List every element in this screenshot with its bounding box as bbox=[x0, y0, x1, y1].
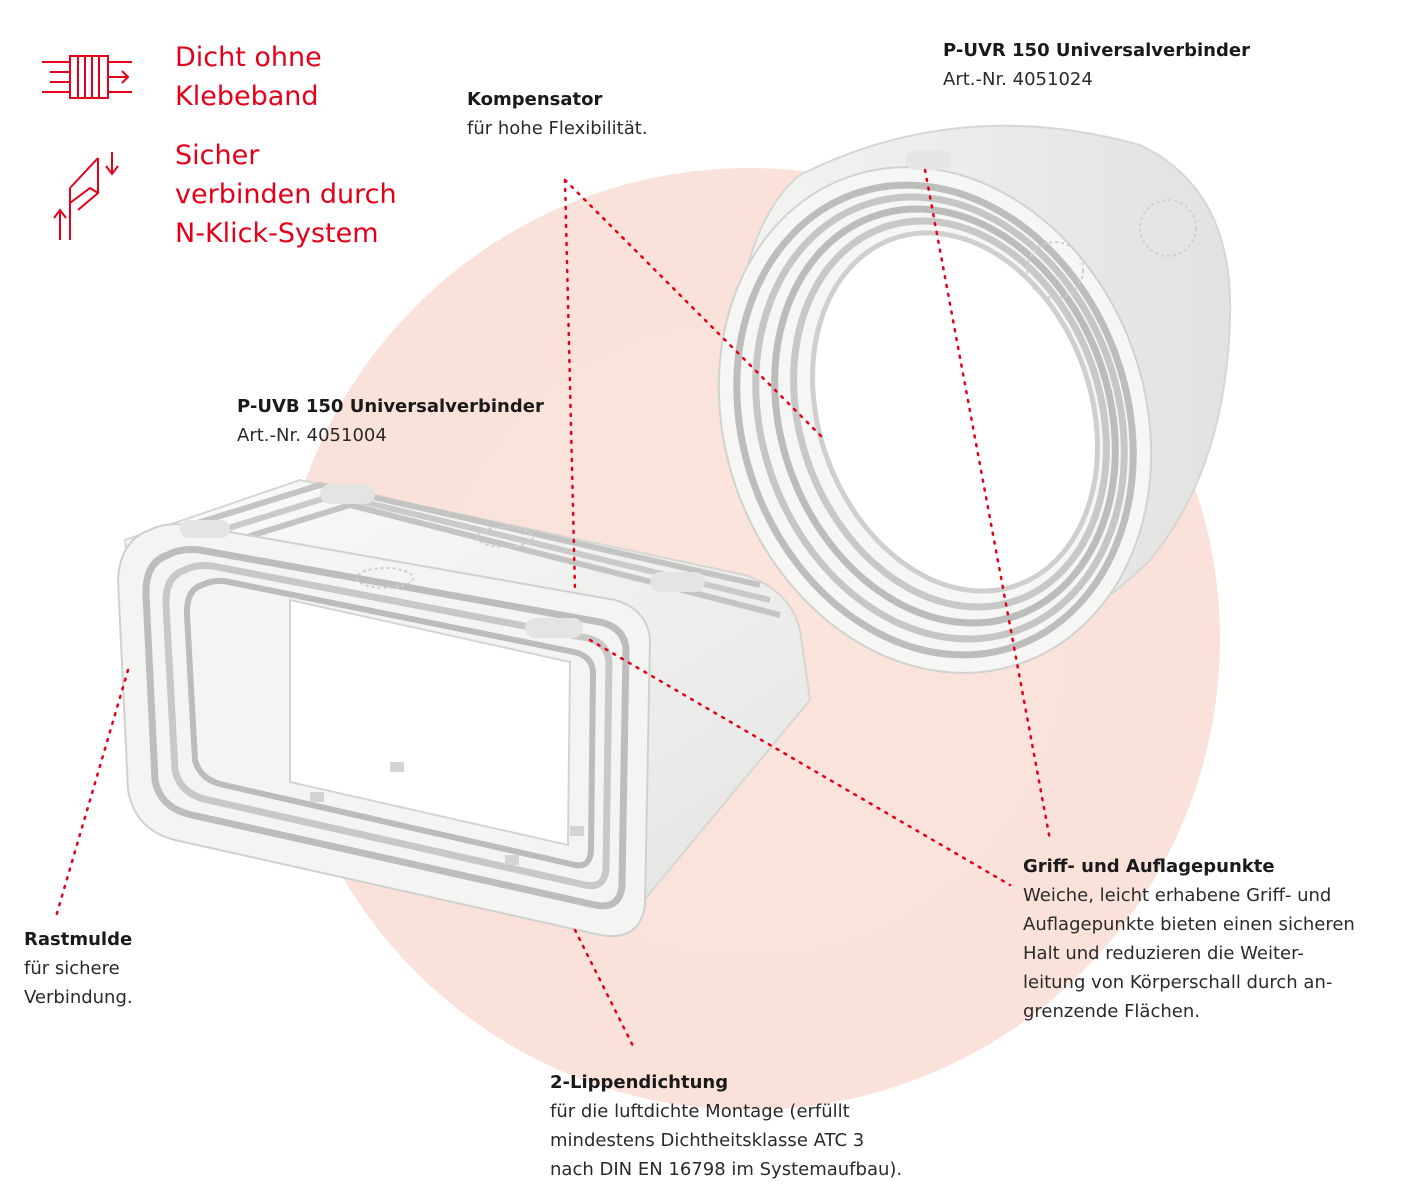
callout-text: mindestens Dichtheitsklasse ATC 3 bbox=[550, 1130, 865, 1151]
rectangular-connector bbox=[116, 478, 812, 938]
callout-title: 2-Lippendichtung bbox=[550, 1072, 729, 1093]
callout-text: für die luftdichte Montage (erfüllt bbox=[550, 1101, 850, 1122]
leader-kompensator-rect bbox=[563, 178, 577, 592]
product-rect-article: Art.-Nr. 4051004 bbox=[237, 425, 387, 446]
callout-text: Weiche, leicht erhabene Griff- und bbox=[1023, 885, 1332, 906]
texture-pad bbox=[476, 526, 534, 548]
callout-text: für sichere bbox=[24, 958, 120, 979]
leader-lippendichtung bbox=[573, 928, 637, 1052]
leader-lines bbox=[53, 168, 1052, 1052]
callout-title: Griff- und Auflagepunkte bbox=[1023, 856, 1275, 877]
leader-kompensator-round bbox=[563, 178, 827, 442]
callout-title: Kompensator bbox=[467, 89, 603, 110]
feature-click-line: Sicher bbox=[175, 140, 260, 171]
grip-pad bbox=[650, 572, 705, 592]
callout-text: grenzende Flächen. bbox=[1023, 1001, 1200, 1022]
round-connector bbox=[717, 124, 1232, 674]
callout-text: Verbindung. bbox=[24, 987, 133, 1008]
callout-title: Rastmulde bbox=[24, 929, 133, 950]
leader-griff-rect bbox=[588, 638, 1012, 887]
texture-pad bbox=[1026, 241, 1084, 299]
texture-pad bbox=[1139, 199, 1197, 257]
feature-sealed-line: Klebeband bbox=[175, 81, 319, 112]
callout-text: Halt und reduzieren die Weiter- bbox=[1023, 943, 1304, 964]
grip-pad bbox=[905, 150, 951, 170]
callout-text: nach DIN EN 16798 im Systemaufbau). bbox=[550, 1159, 903, 1180]
callout-rastmulde: Rastmulde für sichere Verbindung. bbox=[24, 925, 133, 1012]
feature-sealed: Dicht ohne Klebeband bbox=[175, 38, 322, 116]
callout-text: leitung von Körperschall durch an- bbox=[1023, 972, 1333, 993]
feature-click-system: Sicher verbinden durch N-Klick-System bbox=[175, 136, 397, 253]
click-connect-icon bbox=[53, 152, 119, 240]
product-rect-title: P-UVB 150 Universalverbinder bbox=[237, 396, 544, 417]
product-label-rectangular: P-UVB 150 Universalverbinder Art.-Nr. 40… bbox=[237, 392, 544, 450]
callout-text: für hohe Flexibilität. bbox=[467, 118, 648, 139]
callout-text: Auflagepunkte bieten einen sicheren bbox=[1023, 914, 1355, 935]
texture-pad bbox=[356, 567, 414, 589]
callout-lippendichtung: 2-Lippendichtung für die luftdichte Mont… bbox=[550, 1068, 902, 1184]
callout-kompensator: Kompensator für hohe Flexibilität. bbox=[467, 85, 648, 143]
sealed-connector-icon bbox=[42, 55, 132, 99]
product-label-round: P-UVR 150 Universalverbinder Art.-Nr. 40… bbox=[943, 36, 1250, 94]
feature-click-line: verbinden durch bbox=[175, 179, 397, 210]
grip-pad bbox=[320, 484, 375, 504]
product-round-title: P-UVR 150 Universalverbinder bbox=[943, 40, 1250, 61]
leader-rastmulde bbox=[53, 668, 130, 922]
feature-sealed-line: Dicht ohne bbox=[175, 42, 322, 73]
grip-pad bbox=[525, 618, 583, 638]
leader-griff-round bbox=[923, 168, 1052, 842]
callout-griffpunkte: Griff- und Auflagepunkte Weiche, leicht … bbox=[1023, 852, 1355, 1026]
product-round-article: Art.-Nr. 4051024 bbox=[943, 69, 1093, 90]
feature-click-line: N-Klick-System bbox=[175, 218, 379, 249]
grip-pad bbox=[180, 520, 230, 538]
